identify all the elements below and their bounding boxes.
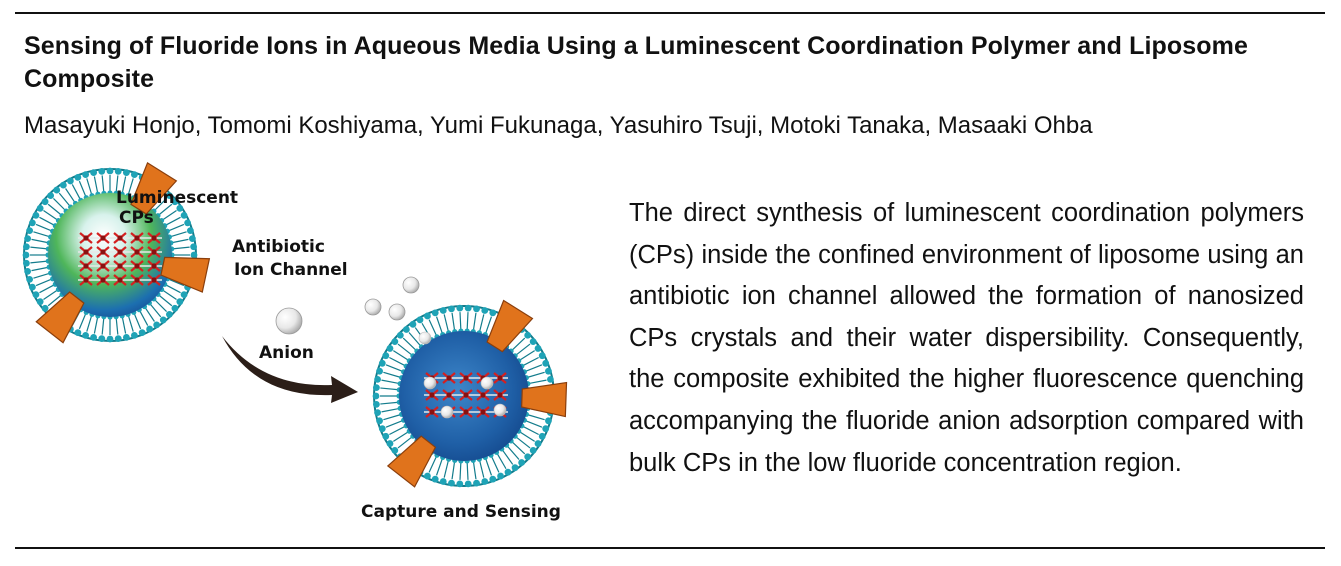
antibiotic-label: Antibiotic [232,237,325,257]
paper-title: Sensing of Fluoride Ions in Aqueous Medi… [24,32,1248,93]
liposome-luminescent [22,161,211,344]
bottom-rule [15,547,1325,549]
top-rule [15,12,1325,14]
captured-anion [418,331,507,419]
capture-sensing-label: Capture and Sensing [361,502,561,522]
abstract-text: The direct synthesis of luminescent coor… [629,199,1304,477]
cps-label: CPs [119,208,154,228]
liposome-sensing [372,299,568,488]
cp-crystal [78,232,162,286]
luminescent-label: Luminescent [116,188,238,208]
anion-label: Anion [259,343,314,363]
graphical-abstract: Luminescent CPs Antibiotic Ion Channel A… [22,161,568,522]
ion-channel-label: Ion Channel [234,260,348,280]
ion-channel [386,299,568,488]
free-anion [275,276,420,335]
ion-channel [35,161,211,344]
author-list: Masayuki Honjo, Tomomi Koshiyama, Yumi F… [24,112,1093,139]
curved-arrow [222,336,358,403]
liposome-core [48,193,172,317]
